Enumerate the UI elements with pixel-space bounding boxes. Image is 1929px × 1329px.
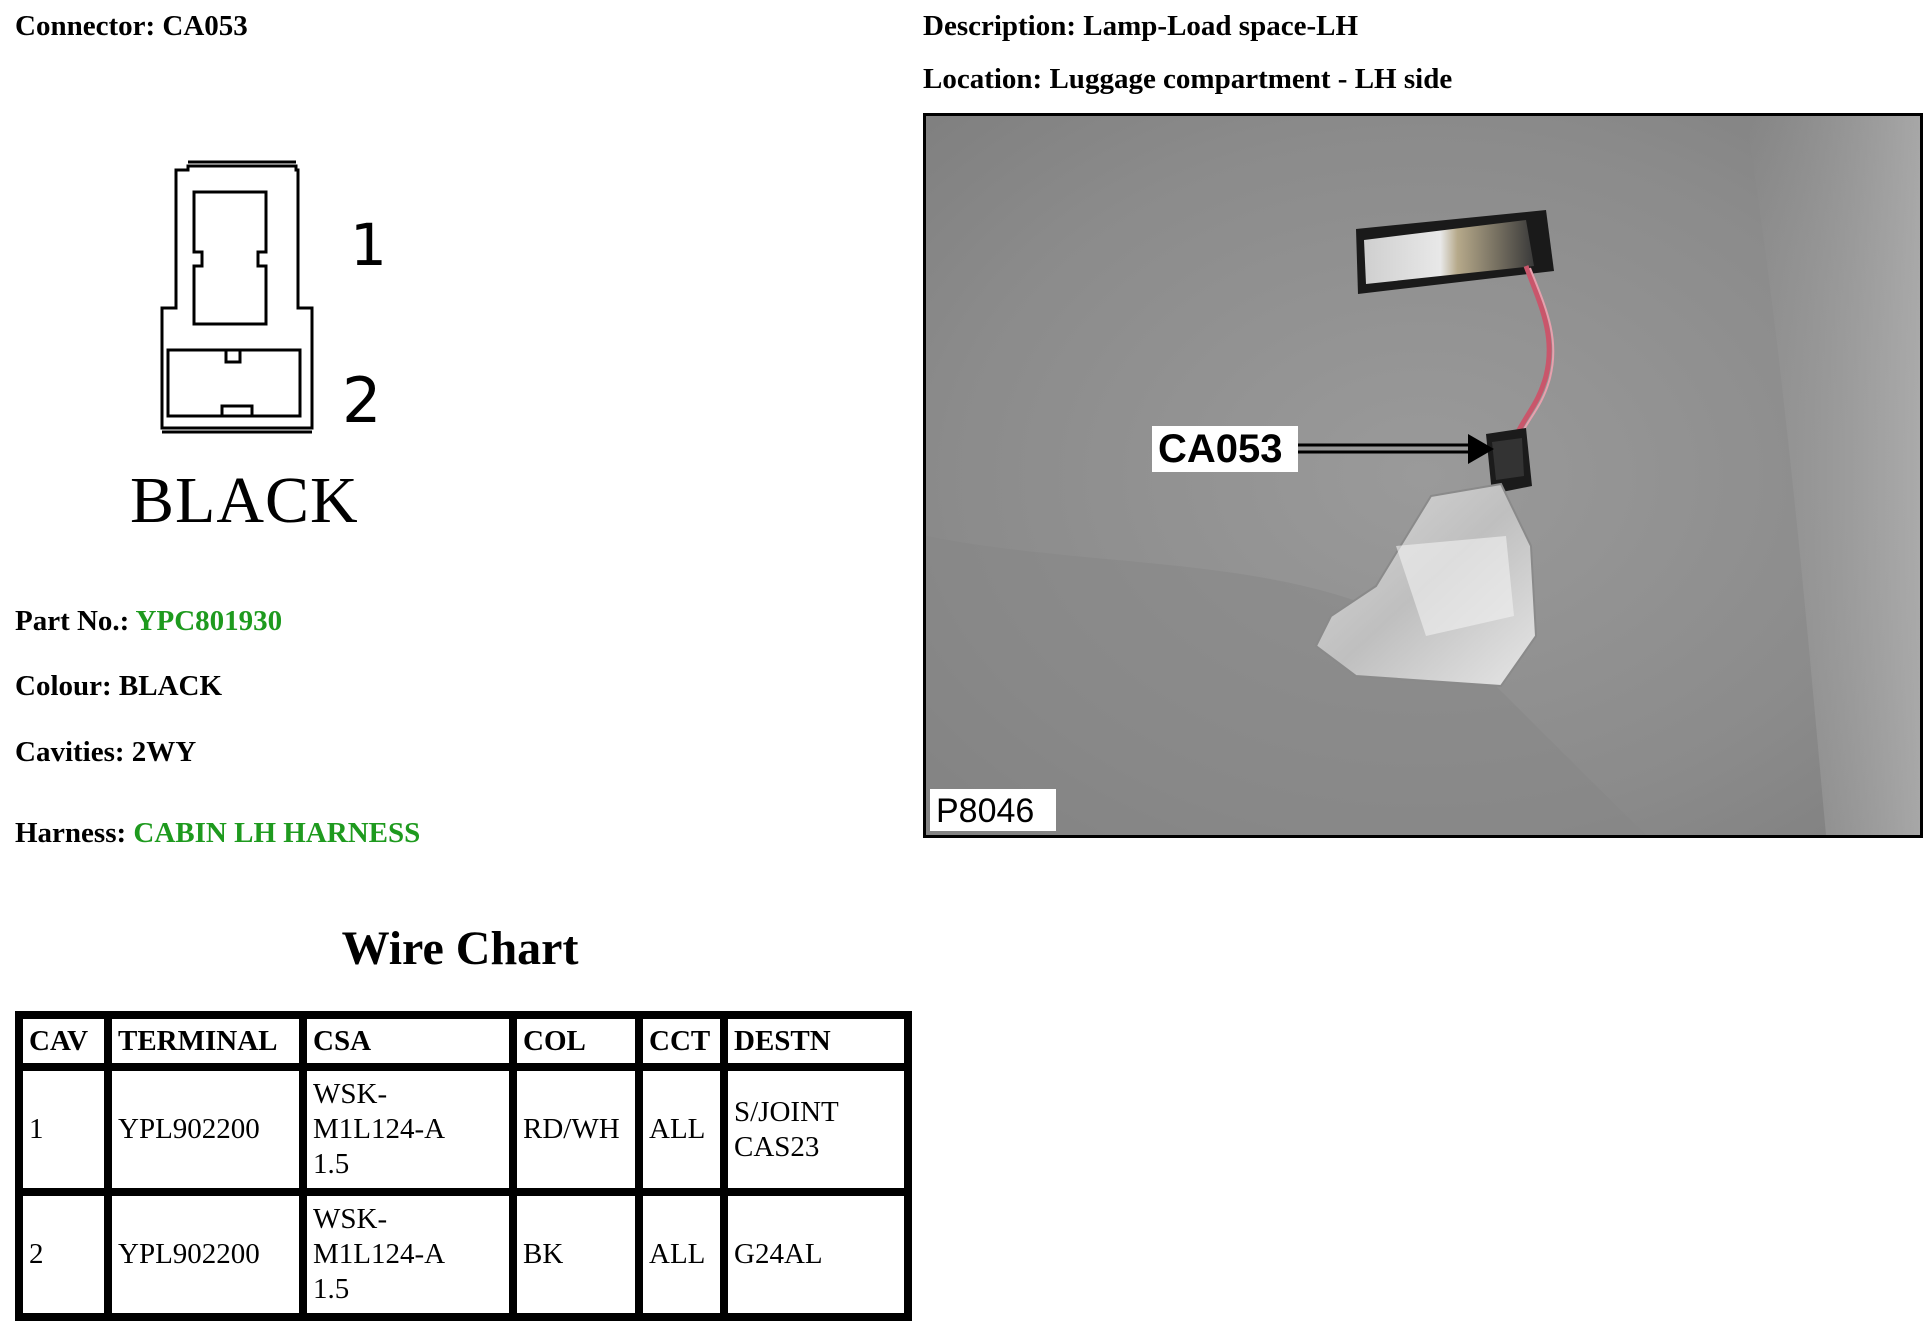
cell-col: BK (513, 1192, 639, 1317)
col-header-csa: CSA (303, 1015, 513, 1067)
harness-link[interactable]: CABIN LH HARNESS (133, 817, 421, 849)
table-header-row: CAV TERMINAL CSA COL CCT DESTN (19, 1015, 908, 1067)
location-label-key: Location: (923, 63, 1043, 95)
cell-destn-line: CAS23 (734, 1130, 820, 1163)
col-header-col: COL (513, 1015, 639, 1067)
cell-destn: G24AL (724, 1192, 908, 1317)
part-number-link[interactable]: YPC801930 (135, 605, 283, 637)
cell-cav: 2 (19, 1192, 108, 1317)
col-header-terminal: TERMINAL (108, 1015, 303, 1067)
location-label: Location: Luggage compartment - LH side (923, 65, 1452, 94)
table-row: 2 YPL902200 WSK- M1L124-A 1.5 BK ALL G24… (19, 1192, 908, 1317)
connector-label: Connector: CA053 (15, 12, 248, 41)
connector-colour-caption: BLACK (130, 464, 359, 537)
photo-callout-label: CA053 (1158, 427, 1283, 471)
cavities-value: 2WY (131, 736, 197, 768)
table-row: 1 YPL902200 WSK- M1L124-A 1.5 RD/WH ALL … (19, 1067, 908, 1192)
cell-col: RD/WH (513, 1067, 639, 1192)
cell-cct: ALL (639, 1192, 724, 1317)
connector-id: CA053 (162, 10, 248, 42)
cell-csa: WSK- M1L124-A 1.5 (303, 1067, 513, 1192)
cell-csa-line: M1L124-A (313, 1113, 446, 1145)
part-number-label: Part No.: (15, 605, 130, 637)
cell-cct: ALL (639, 1067, 724, 1192)
description-label-key: Description: (923, 10, 1077, 42)
cell-csa-line: WSK- (313, 1078, 388, 1110)
col-header-cav: CAV (19, 1015, 108, 1067)
cell-destn: S/JOINT CAS23 (724, 1067, 908, 1192)
harness-label: Harness: (15, 817, 127, 849)
cavities-label: Cavities: (15, 736, 125, 768)
wire-chart-table: CAV TERMINAL CSA COL CCT DESTN 1 YPL9022… (15, 1011, 912, 1321)
cell-terminal: YPL902200 (108, 1067, 303, 1192)
cavities-field: Cavities: 2WY (15, 738, 196, 767)
cell-csa-line: 1.5 (313, 1273, 350, 1305)
location-photo: CA053 P8046 (923, 113, 1923, 838)
connector-face-drawing: 1 2 (160, 160, 387, 437)
description-label: Description: Lamp-Load space-LH (923, 12, 1358, 41)
cell-terminal: YPL902200 (108, 1192, 303, 1317)
cell-csa: WSK- M1L124-A 1.5 (303, 1192, 513, 1317)
description-value: Lamp-Load space-LH (1083, 10, 1359, 42)
connector-label-key: Connector: (15, 10, 156, 42)
cell-cav: 1 (19, 1067, 108, 1192)
cell-csa-line: M1L124-A (313, 1238, 446, 1270)
colour-label: Colour: (15, 670, 112, 702)
pin-1-number: 1 (350, 211, 387, 279)
wire-chart-title: Wire Chart (341, 922, 579, 975)
col-header-cct: CCT (639, 1015, 724, 1067)
location-value: Luggage compartment - LH side (1049, 63, 1453, 95)
cell-csa-line: WSK- (313, 1203, 388, 1235)
cell-destn-line: G24AL (734, 1238, 823, 1270)
colour-field: Colour: BLACK (15, 672, 222, 701)
colour-value: BLACK (118, 670, 223, 702)
trunk-carpet-photo: CA053 P8046 (926, 116, 1920, 835)
part-number-field: Part No.: YPC801930 (15, 607, 282, 636)
cell-csa-line: 1.5 (313, 1148, 350, 1180)
harness-field: Harness: CABIN LH HARNESS (15, 819, 420, 848)
pin-2-number: 2 (342, 364, 381, 437)
photo-figure-id: P8046 (936, 792, 1034, 830)
col-header-destn: DESTN (724, 1015, 908, 1067)
cell-destn-line: S/JOINT (734, 1095, 839, 1128)
